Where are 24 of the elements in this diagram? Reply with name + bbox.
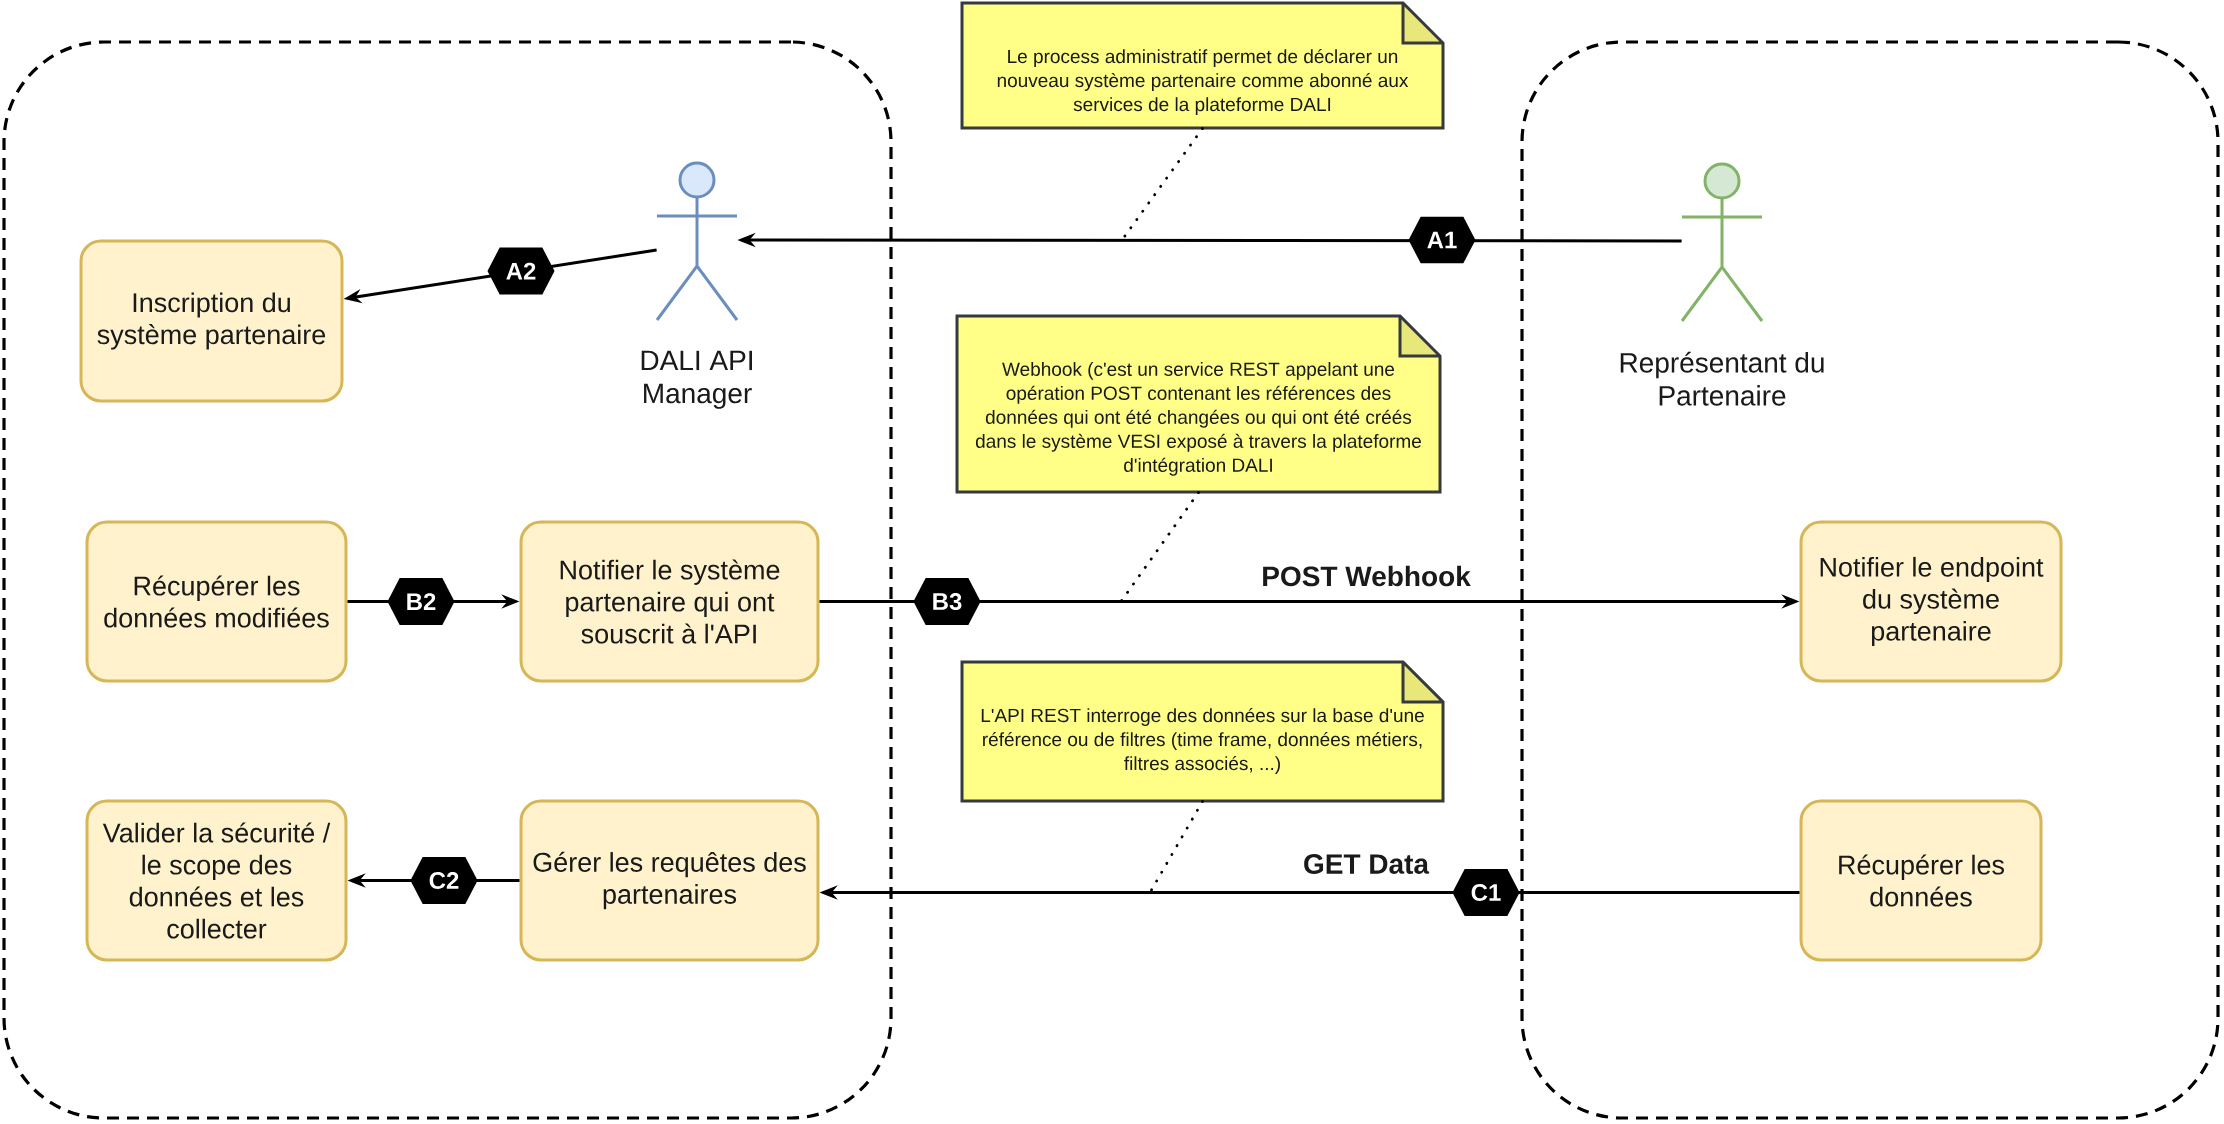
step-badge: C2: [410, 857, 478, 904]
actor-label: DALI API Manager: [641, 350, 752, 409]
leader-line: [1148, 800, 1204, 894]
note: Webhook (c'est un service REST appelant une opération POST contenant les références des données qui ont été changées ou qui ont été créés dans le système VESI exposé à travers la plateforme d'intégration DALI: [955, 314, 1442, 494]
step-badge: B2: [387, 578, 455, 625]
actor-label: Représentant du Partenaire: [1620, 351, 1824, 406]
process-box: Gérer les requêtes des partenaires: [519, 799, 820, 962]
process-box: Notifier le système partenaire qui ont souscrit à l'API: [519, 520, 820, 683]
process-box: Récupérer les données modifiées: [85, 520, 348, 683]
note: L'API REST interroge des données sur la base d'une référence ou de filtres (time frame, données métiers, filtres associés, ...): [960, 660, 1445, 803]
note: Le process administratif permet de déclarer un nouveau système partenaire comme abonné aux services de la plateforme DALI: [960, 1, 1445, 130]
process-box: Notifier le endpoint du système partenaire: [1799, 520, 2063, 683]
operation-text: GET Data: [1304, 854, 1430, 874]
leader-line: [1119, 491, 1200, 603]
process-box: Valider la sécurité / le scope des données et les collecter: [85, 799, 348, 962]
step-badge: A2: [487, 247, 555, 295]
system-boundary: [2, 40, 893, 1120]
step-badge: C1: [1452, 869, 1520, 916]
step-badge: A1: [1408, 216, 1476, 264]
system-boundary: [1520, 40, 2220, 1120]
process-box: Inscription du système partenaire: [79, 239, 344, 403]
step-badge: B3: [913, 578, 981, 625]
process-box: Récupérer les données: [1799, 799, 2043, 962]
operation-text: POST Webhook: [1263, 565, 1471, 587]
